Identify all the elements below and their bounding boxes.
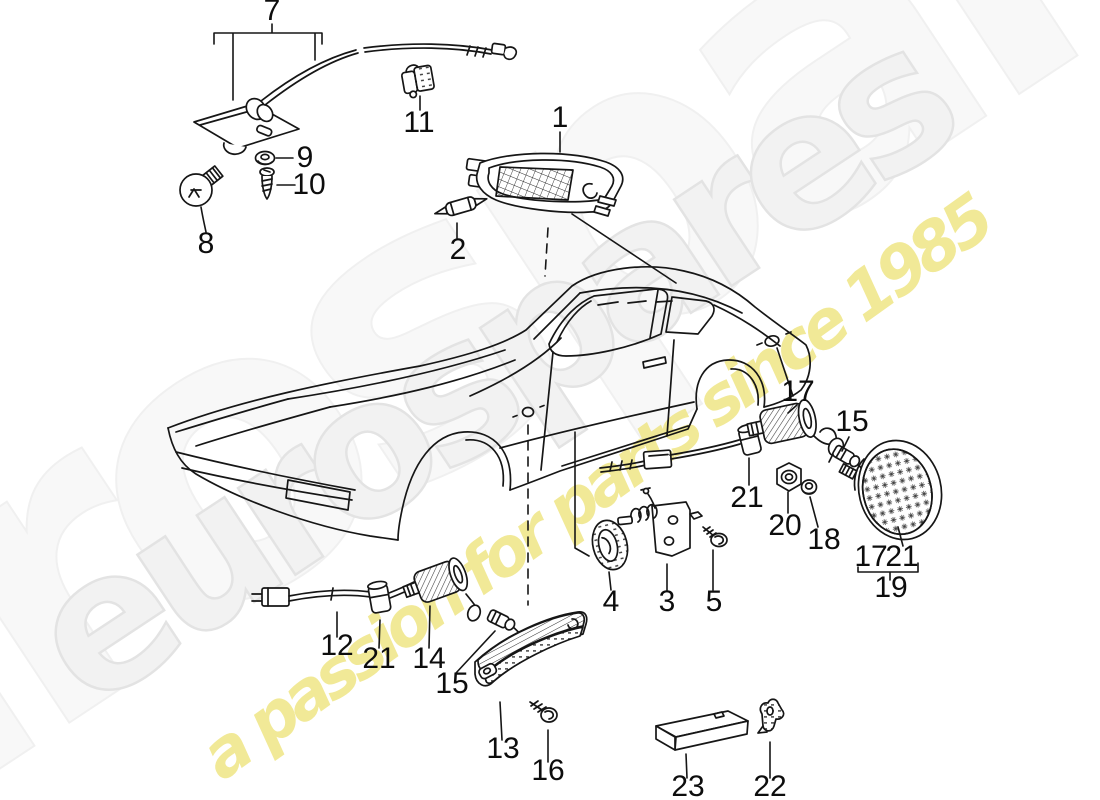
part-screw-overhead [259, 167, 275, 200]
callout-wiring-harness: 12 [320, 629, 353, 662]
part-side-marker-lens [474, 611, 588, 687]
part-retaining-clip [757, 698, 785, 734]
part-bulb-socket-front [388, 557, 482, 622]
part-roof-console-assembly [193, 42, 518, 156]
part-grommet-front [367, 580, 392, 614]
callout-side-marker-lens: 13 [486, 732, 519, 765]
callout-retaining-bar: 23 [671, 770, 704, 800]
callout-bulb-rear: 15 [835, 405, 868, 438]
callout-grommet-front: 21 [362, 642, 395, 675]
part-bulb-overhead [179, 165, 224, 207]
callout-lens-screw: 16 [531, 754, 564, 787]
callout-screw-overhead: 10 [292, 168, 325, 201]
callout-washer-overhead: 9 [297, 141, 314, 174]
callout-bulb-socket-rear: 17 [781, 375, 814, 408]
callout-interior-light: 1 [552, 101, 569, 134]
part-interior-light [465, 152, 624, 217]
callout-door-contact-switch: 3 [659, 585, 676, 618]
callout-socket-under-reflector: 17 [854, 540, 887, 573]
callout-cable-clip: 11 [403, 106, 434, 139]
part-cable-clip [400, 64, 435, 99]
car-body-drawing [167, 266, 811, 541]
part-washer-rear [800, 479, 818, 495]
rear-marker-hole [764, 334, 780, 348]
part-wiring-harness [251, 587, 372, 607]
part-rear-wiring-and-socket [599, 398, 845, 473]
part-hex-nut [776, 462, 802, 492]
part-bulb-socket-rear [746, 398, 817, 445]
callout-bulb-overhead: 8 [198, 227, 215, 260]
part-festoon-bulb [434, 196, 488, 217]
callout-festoon-bulb: 2 [450, 233, 467, 266]
part-door-grommet [591, 519, 629, 571]
callout-switch-screw: 5 [706, 585, 723, 618]
part-door-contact-switch [617, 487, 703, 557]
part-reflector-assembly [838, 439, 943, 541]
part-switch-screw [702, 526, 728, 548]
callout-labels: 7 11 9 10 8 1 2 17 15 21 20 18 17 21 19 … [198, 0, 919, 800]
leader-lines [200, 23, 919, 779]
callout-reflector-assembly: 19 [874, 571, 907, 604]
callout-grommet-under-reflector: 21 [885, 540, 918, 573]
callout-bulb-socket-front: 14 [412, 642, 445, 675]
callout-hex-nut: 20 [768, 509, 801, 542]
part-washer-overhead [254, 150, 276, 166]
callout-washer-rear: 18 [807, 523, 840, 556]
callout-grommet-rear: 21 [730, 481, 763, 514]
part-retaining-bar [655, 710, 749, 751]
part-lens-screw [529, 700, 558, 723]
part-bulb-front [486, 609, 520, 633]
callout-overhead-light-assembly: 7 [264, 0, 281, 27]
callout-door-grommet: 4 [603, 585, 620, 618]
door-switch-hole [521, 406, 535, 418]
callout-retaining-clip: 22 [753, 770, 786, 800]
callout-bulb-front: 15 [435, 667, 468, 700]
